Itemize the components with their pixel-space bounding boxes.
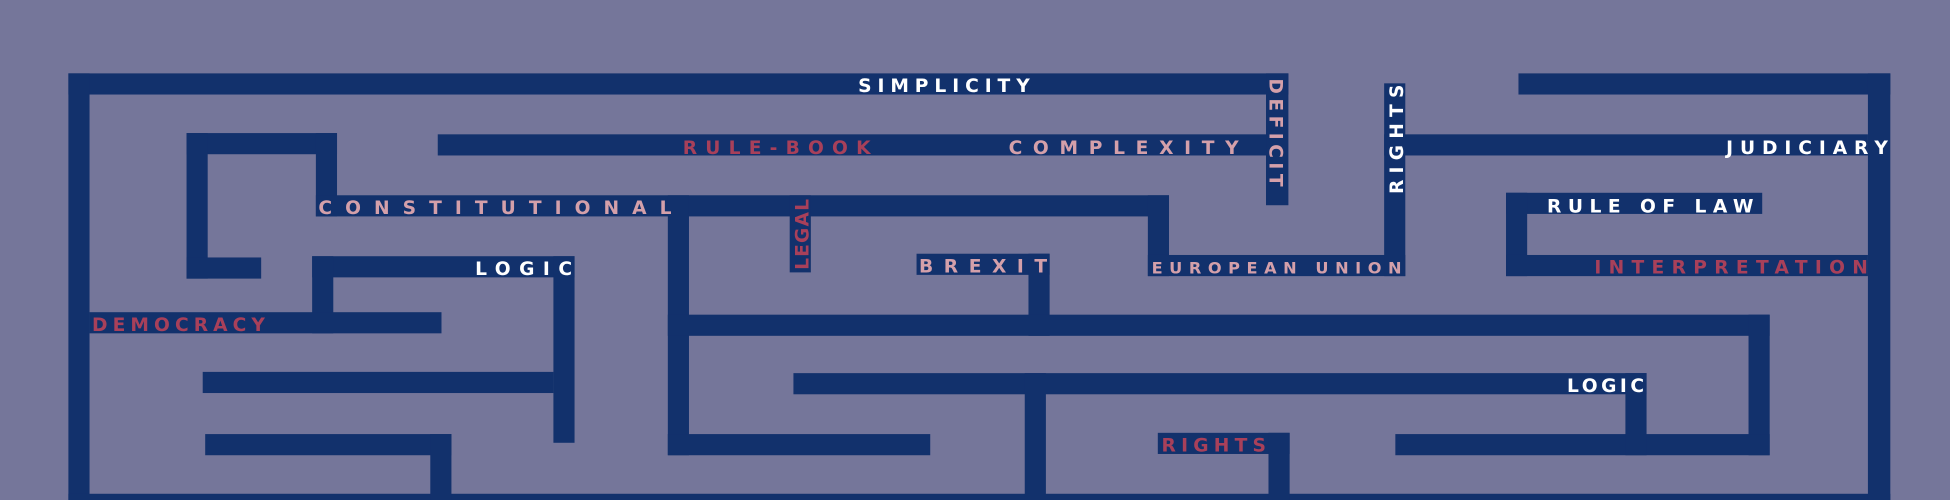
label-judiciary: JUDICIARY (1724, 138, 1888, 159)
label-simplicity: SIMPLICITY (858, 76, 1030, 97)
label-rights-bottom: RIGHTS (1162, 435, 1266, 456)
label-logic-right: LOGIC (1567, 376, 1644, 397)
label-rule-of-law: RULE OF LAW (1547, 197, 1753, 218)
label-complexity: COMPLEXITY (1009, 138, 1240, 159)
maze-walls (68, 73, 1891, 500)
label-european-union: EUROPEAN UNION (1152, 259, 1402, 278)
label-logic-left: LOGIC (475, 259, 572, 280)
label-legal: LEGAL (792, 199, 813, 270)
label-democracy: DEMOCRACY (92, 315, 265, 336)
